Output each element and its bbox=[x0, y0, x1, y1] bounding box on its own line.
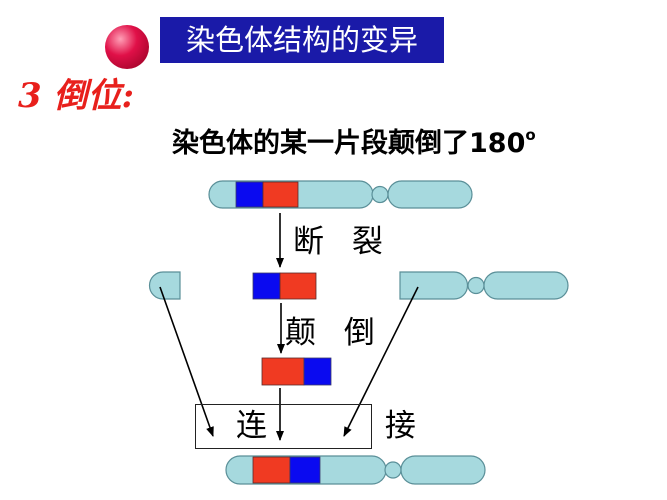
description-degree-mark: o bbox=[525, 126, 536, 144]
segment-blue bbox=[289, 456, 321, 484]
segment-red bbox=[261, 357, 305, 386]
slide-title: 染色体结构的变异 bbox=[160, 17, 444, 63]
segment-blue bbox=[252, 272, 281, 300]
centromere bbox=[467, 276, 485, 295]
chromosome-original bbox=[208, 180, 473, 209]
chromatid-short-arm bbox=[400, 455, 486, 485]
description-text: 染色体的某一片段颠倒了180 bbox=[172, 128, 526, 159]
fragment-right-long bbox=[399, 271, 469, 300]
chromatid-short-arm bbox=[483, 271, 569, 300]
segment-red bbox=[279, 272, 317, 300]
segment-red bbox=[262, 181, 299, 208]
segment-blue bbox=[235, 181, 264, 208]
step-label-connect: 连 接 bbox=[236, 408, 470, 444]
chromosome-result bbox=[225, 455, 486, 485]
segment-inverted bbox=[261, 357, 332, 386]
description: 染色体的某一片段颠倒了180o bbox=[172, 114, 536, 165]
step-label-break: 断 裂 bbox=[293, 224, 392, 260]
bullet-ball-icon bbox=[105, 25, 149, 69]
centromere bbox=[371, 185, 389, 204]
connect-box bbox=[195, 404, 372, 449]
arrow-connect-right bbox=[343, 286, 419, 437]
arrow-connect-left bbox=[159, 286, 214, 437]
fragment-left bbox=[148, 271, 181, 300]
step-label-invert: 颠 倒 bbox=[285, 315, 384, 351]
chromosome-broken bbox=[148, 271, 569, 300]
segment-red bbox=[252, 456, 291, 484]
segment-blue bbox=[303, 357, 332, 386]
chromatid-short-arm bbox=[387, 180, 473, 209]
section-heading: 3 倒位: bbox=[18, 76, 135, 116]
centromere bbox=[384, 461, 402, 479]
